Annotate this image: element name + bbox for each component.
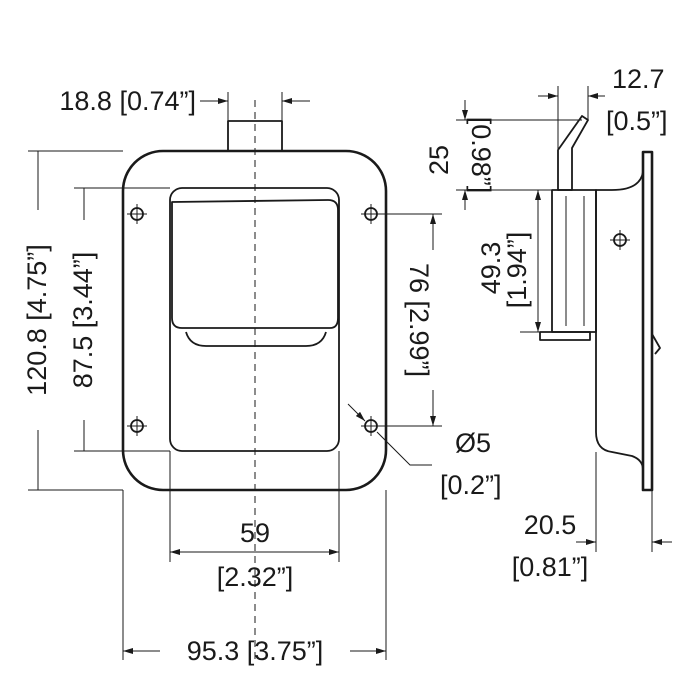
dimension-hole-diameter: Ø5 [0.2”]: [347, 403, 502, 500]
dimension-hole-spacing: 76 [2.99”]: [381, 213, 442, 427]
dimension-inner-width-inch: [2.32”]: [217, 562, 294, 592]
side-tray-body: [595, 171, 644, 471]
dimension-hole-spacing-label: 76 [2.99”]: [404, 263, 434, 377]
front-view: [121, 100, 388, 660]
dimension-hole-diameter-value: Ø5: [455, 428, 491, 458]
side-view: [539, 115, 661, 492]
dimension-overall-height: 120.8 [4.75”]: [22, 150, 123, 491]
dimension-side-height: 49.3 [1.94”]: [476, 189, 552, 333]
dimension-side-offset-inch: [0.98”]: [466, 117, 496, 194]
dimension-hole-diameter-inch: [0.2”]: [440, 470, 502, 500]
dimension-inner-height: 87.5 [3.44”]: [68, 187, 170, 452]
dimension-inner-height-label: 87.5 [3.44”]: [68, 252, 98, 389]
paddle-lower-edge: [185, 331, 327, 347]
dimension-inner-width-value: 59: [240, 518, 270, 548]
dimension-side-depth-top-value: 12.7: [612, 64, 665, 94]
dimension-top-width: 18.8 [0.74”]: [59, 86, 310, 121]
dimension-side-offset-value: 25: [424, 145, 454, 175]
mounting-hole-top-left: [127, 204, 147, 224]
dimension-overall-height-label: 120.8 [4.75”]: [22, 244, 52, 396]
paddle-handle: [171, 199, 339, 329]
mounting-hole-bottom-right: [361, 416, 381, 436]
dimension-side-height-inch: [1.94”]: [502, 232, 532, 309]
mounting-hole-bottom-left: [127, 416, 147, 436]
side-paddle-bottom: [539, 331, 591, 341]
dimension-side-depth-top: 12.7 [0.5”]: [538, 64, 668, 150]
side-trigger: [651, 333, 661, 355]
dimension-side-depth-top-inch: [0.5”]: [606, 106, 668, 136]
dimension-flange-depth-inch: [0.81”]: [512, 552, 589, 582]
side-mounting-hole: [610, 230, 630, 250]
side-mounting-plate: [641, 150, 654, 492]
dimension-overall-width: 95.3 [3.75”]: [122, 490, 387, 666]
dimension-overall-width-label: 95.3 [3.75”]: [187, 636, 324, 666]
mounting-hole-top-right: [361, 204, 381, 224]
dimension-side-offset: 25 [0.98”]: [424, 100, 582, 210]
side-latch-bolt: [557, 115, 589, 191]
dimension-side-height-value: 49.3: [476, 242, 506, 295]
dimension-inner-width: 59 [2.32”]: [169, 451, 340, 592]
dimension-flange-depth-value: 20.5: [524, 510, 577, 540]
dimension-flange-depth: 20.5 [0.81”]: [512, 452, 672, 582]
side-latch-housing: [551, 189, 597, 333]
dimension-top-width-label: 18.8 [0.74”]: [59, 86, 196, 116]
